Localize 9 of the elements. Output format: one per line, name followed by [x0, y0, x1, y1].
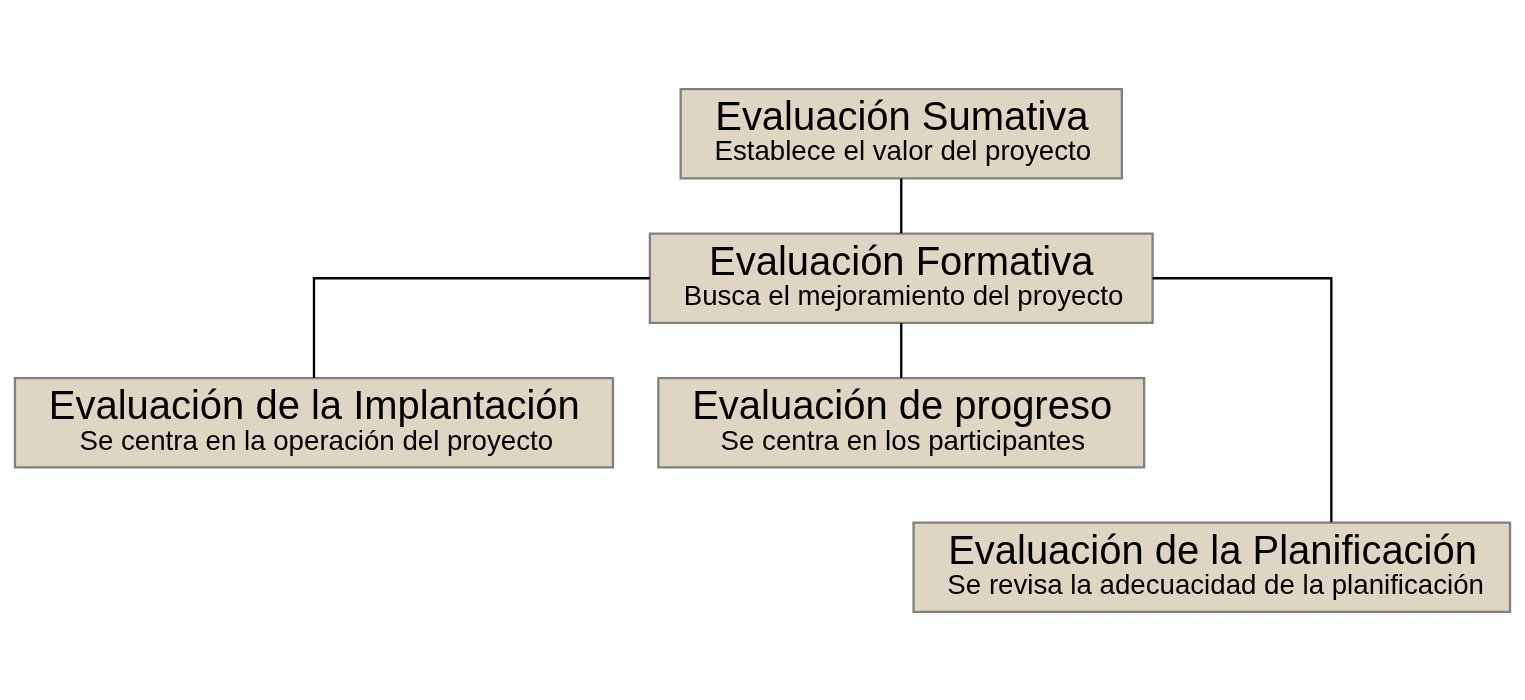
node-box: Evaluación de progreso Se centra en los participantes [657, 376, 1146, 468]
node-box: Evaluación Formativa Busca el mejoramiento del proyecto [648, 232, 1154, 324]
node-box: Evaluación de la Implantación Se centra en la operación del proyecto [13, 376, 615, 468]
node-box: Evaluación de la Planificación Se revisa la adecuacidad de la planificación [912, 521, 1512, 613]
connector [900, 178, 903, 233]
connector [312, 276, 650, 378]
connector [1152, 276, 1333, 522]
node-box: Evaluación Sumativa Establece el valor del proyecto [679, 87, 1123, 179]
connector [900, 322, 903, 378]
